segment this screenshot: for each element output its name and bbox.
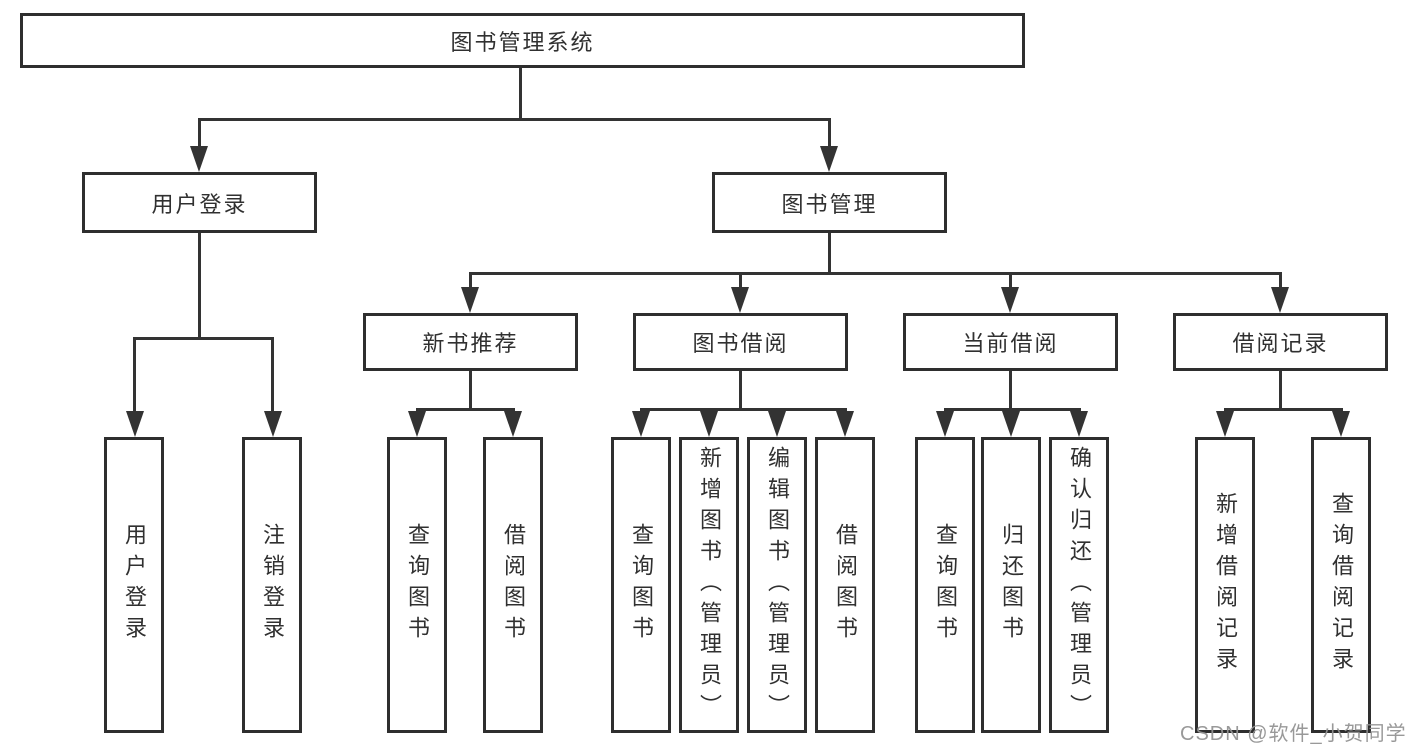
arrow-down-icon <box>190 146 208 172</box>
node-root: 图书管理系统 <box>20 13 1025 68</box>
leaf-borrow-books: 借阅图书 <box>815 437 875 733</box>
arrow-down-icon <box>126 411 144 437</box>
connector-userlogin-branch <box>133 337 274 340</box>
connector-drop-level3 <box>739 272 742 292</box>
arrow-down-icon <box>820 146 838 172</box>
leaf-add-books-admin: 新增图书（管理员） <box>679 437 739 733</box>
connector-userlogin-stem <box>198 233 201 337</box>
connector-drop-book-mgmt <box>828 118 831 148</box>
leaf-return-books-label: 归还图书 <box>999 523 1024 647</box>
node-current-borrow: 当前借阅 <box>903 313 1118 371</box>
arrow-down-icon <box>264 411 282 437</box>
node-root-label: 图书管理系统 <box>450 29 595 55</box>
node-borrow-records-label: 借阅记录 <box>1232 331 1329 356</box>
arrow-down-icon <box>1070 411 1088 437</box>
leaf-add-books-admin-label: 新增图书（管理员） <box>697 445 722 725</box>
connector-group-stem <box>469 371 472 408</box>
leaf-query-books-recommend: 查询图书 <box>387 437 447 733</box>
leaf-logout: 注销登录 <box>242 437 302 733</box>
connector-drop-level3 <box>1009 272 1012 292</box>
leaf-query-books-current-label: 查询图书 <box>933 523 958 647</box>
node-book-borrow: 图书借阅 <box>633 313 848 371</box>
connector-group-branch <box>640 408 847 411</box>
node-borrow-records: 借阅记录 <box>1173 313 1388 371</box>
leaf-user-login: 用户登录 <box>104 437 164 733</box>
leaf-query-books-borrow-label: 查询图书 <box>629 523 654 647</box>
arrow-down-icon <box>504 411 522 437</box>
arrow-down-icon <box>1332 411 1350 437</box>
leaf-user-login-label: 用户登录 <box>122 523 147 647</box>
node-user-login-label: 用户登录 <box>151 191 248 217</box>
connector-level3-branch <box>469 272 1282 275</box>
connector-bookmgmt-stem <box>828 233 831 272</box>
connector-root-branch <box>198 118 831 121</box>
leaf-query-books-recommend-label: 查询图书 <box>405 523 430 647</box>
leaf-query-books-borrow: 查询图书 <box>611 437 671 733</box>
leaf-add-borrow-record-label: 新增借阅记录 <box>1213 492 1238 678</box>
connector-drop-level3 <box>1279 272 1282 292</box>
connector-drop-user-login <box>198 118 201 148</box>
node-new-book-recommend-label: 新书推荐 <box>422 331 519 356</box>
watermark-text: CSDN @软件_小贺同学 <box>1180 723 1405 745</box>
leaf-confirm-return-admin: 确认归还（管理员） <box>1049 437 1109 733</box>
connector-group-stem <box>1009 371 1012 408</box>
connector-group-stem <box>1279 371 1282 408</box>
leaf-query-borrow-record-label: 查询借阅记录 <box>1329 492 1354 678</box>
leaf-edit-books-admin: 编辑图书（管理员） <box>747 437 807 733</box>
leaf-borrow-books-label: 借阅图书 <box>833 523 858 647</box>
arrow-down-icon <box>461 287 479 313</box>
node-current-borrow-label: 当前借阅 <box>962 331 1059 356</box>
leaf-query-books-current: 查询图书 <box>915 437 975 733</box>
arrow-down-icon <box>408 411 426 437</box>
arrow-down-icon <box>731 287 749 313</box>
arrow-down-icon <box>936 411 954 437</box>
leaf-query-borrow-record: 查询借阅记录 <box>1311 437 1371 733</box>
connector-drop-leaf <box>133 337 136 413</box>
leaf-add-borrow-record: 新增借阅记录 <box>1195 437 1255 733</box>
leaf-borrow-books-recommend-label: 借阅图书 <box>501 523 526 647</box>
leaf-confirm-return-admin-label: 确认归还（管理员） <box>1067 445 1092 725</box>
node-book-management: 图书管理 <box>712 172 947 233</box>
arrow-down-icon <box>1216 411 1234 437</box>
arrow-down-icon <box>768 411 786 437</box>
connector-group-branch <box>416 408 515 411</box>
connector-group-stem <box>739 371 742 408</box>
node-book-management-label: 图书管理 <box>781 191 878 217</box>
leaf-logout-label: 注销登录 <box>260 523 285 647</box>
node-user-login: 用户登录 <box>82 172 317 233</box>
connector-root-stem <box>519 68 522 118</box>
arrow-down-icon <box>632 411 650 437</box>
arrow-down-icon <box>1001 287 1019 313</box>
leaf-return-books: 归还图书 <box>981 437 1041 733</box>
arrow-down-icon <box>700 411 718 437</box>
connector-drop-level3 <box>469 272 472 292</box>
node-book-borrow-label: 图书借阅 <box>692 331 789 356</box>
arrow-down-icon <box>1271 287 1289 313</box>
connector-group-branch <box>1224 408 1343 411</box>
node-new-book-recommend: 新书推荐 <box>363 313 578 371</box>
arrow-down-icon <box>1002 411 1020 437</box>
leaf-edit-books-admin-label: 编辑图书（管理员） <box>765 445 790 725</box>
leaf-borrow-books-recommend: 借阅图书 <box>483 437 543 733</box>
arrow-down-icon <box>836 411 854 437</box>
connector-drop-leaf <box>271 337 274 413</box>
